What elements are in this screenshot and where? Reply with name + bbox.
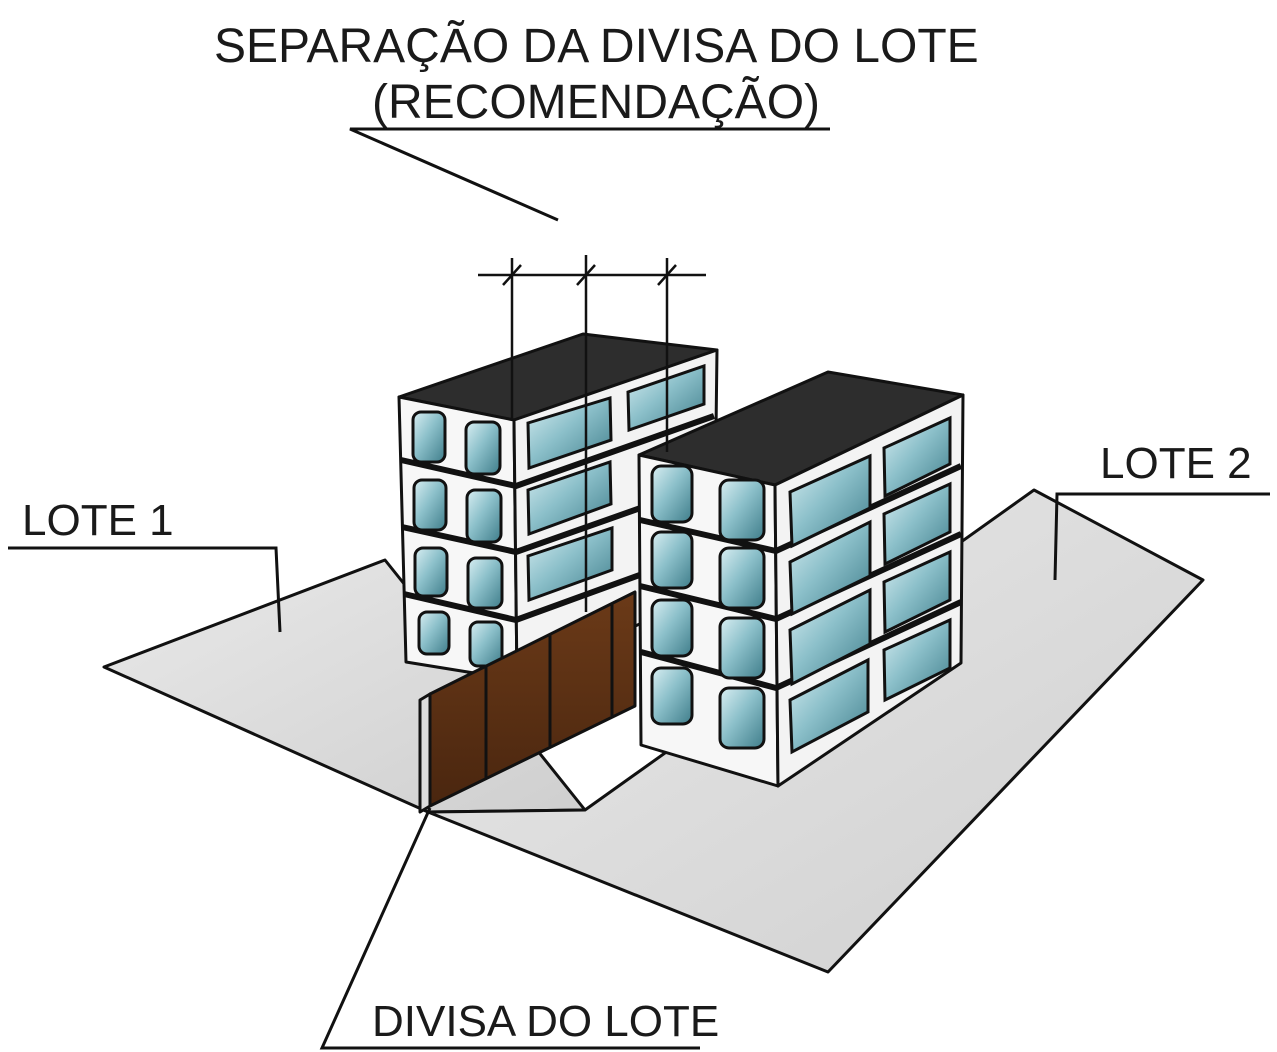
lot-1-label: LOTE 1 xyxy=(22,496,174,545)
building-left xyxy=(397,332,719,682)
building-right-side-windows xyxy=(788,415,952,755)
lot-1-leader xyxy=(8,546,282,633)
boundary-label: DIVISA DO LOTE xyxy=(372,997,719,1046)
title-line-1: SEPARAÇÃO DA DIVISA DO LOTE xyxy=(214,19,979,73)
building-left-side-windows xyxy=(526,363,706,603)
building-right-front-windows xyxy=(650,464,766,750)
title-leader-line xyxy=(349,127,830,222)
boundary-wall xyxy=(418,590,637,814)
lot-2-leader xyxy=(1053,492,1270,581)
separation-dimension xyxy=(478,255,706,612)
building-right xyxy=(637,370,965,788)
building-left-front-windows xyxy=(411,410,504,668)
title-line-2: (RECOMENDAÇÃO) xyxy=(372,75,820,129)
boundary-leader xyxy=(319,807,700,1050)
lot-2-label: LOTE 2 xyxy=(1100,439,1252,488)
boundary-wall-face xyxy=(428,590,637,808)
